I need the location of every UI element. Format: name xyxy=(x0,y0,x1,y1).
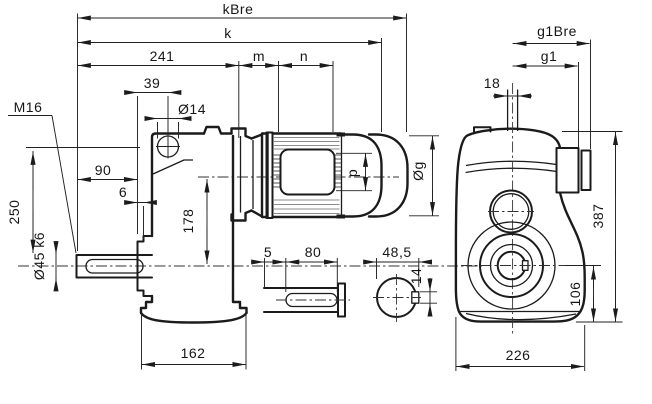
dim-g1-label: g1 xyxy=(541,48,558,64)
dim-kbre-label: kBre xyxy=(223,1,254,17)
dim-p-label: p xyxy=(344,169,360,177)
dim-162-label: 162 xyxy=(181,345,206,361)
motor xyxy=(265,131,409,219)
output-shaft xyxy=(75,254,153,279)
terminal-box xyxy=(279,148,336,196)
dimensions-front xyxy=(456,40,619,370)
keyway-detail: 5 80 xyxy=(251,244,350,318)
thread-callout-m16: M16 xyxy=(14,99,43,115)
fan-cowl-brake-version xyxy=(367,133,409,218)
front-view: g1Bre g1 18 387 106 226 xyxy=(454,23,623,371)
extension-lines-side xyxy=(26,13,439,370)
output-shaft-face xyxy=(461,221,566,310)
dim-106-label: 106 xyxy=(567,282,583,307)
shaft-section-dims xyxy=(363,258,437,317)
dim-485-label: 48,5 xyxy=(382,244,411,260)
dimensions-side xyxy=(8,15,436,368)
gear-housing xyxy=(139,125,253,324)
dim-5-label: 5 xyxy=(264,244,272,260)
shaft-section-detail: 48,5 14 xyxy=(363,244,437,322)
terminal-box-lid xyxy=(580,149,592,191)
dim-250-label: 250 xyxy=(6,200,22,225)
dim-241-label: 241 xyxy=(150,48,175,64)
dim-k-label: k xyxy=(224,25,232,41)
dim-m-label: m xyxy=(253,48,265,64)
motor-adapter xyxy=(230,132,269,222)
terminal-box-side xyxy=(555,147,580,194)
dim-g1bre-label: g1Bre xyxy=(537,23,577,39)
dim-226-label: 226 xyxy=(506,347,531,363)
top-lug xyxy=(473,126,492,133)
fan-cowl xyxy=(340,133,383,218)
dim-6-label: 6 xyxy=(119,184,127,200)
front-body-outline xyxy=(454,127,586,323)
dim-dia14-label: Ø14 xyxy=(178,101,206,117)
extension-lines-front xyxy=(455,39,623,371)
keyway-detail-dims xyxy=(251,258,338,292)
housing-chamfer-line xyxy=(152,159,193,175)
dim-39-label: 39 xyxy=(144,75,161,91)
shaft-dia-label: Ø45 k6 xyxy=(31,232,47,280)
side-view: kBre k 241 m n 39 Ø14 M16 90 6 250 Ø45 k… xyxy=(6,1,482,370)
dim-387-label: 387 xyxy=(590,204,606,229)
dim-80-label: 80 xyxy=(305,244,322,260)
dim-n-label: n xyxy=(300,48,308,64)
dim-14-label: 14 xyxy=(408,268,424,285)
fin-stack-edges xyxy=(273,154,341,188)
dim-18-label: 18 xyxy=(484,75,501,91)
dim-90-label: 90 xyxy=(95,162,112,178)
dim-og-label: Øg xyxy=(410,161,426,181)
dim-178-label: 178 xyxy=(180,209,196,234)
